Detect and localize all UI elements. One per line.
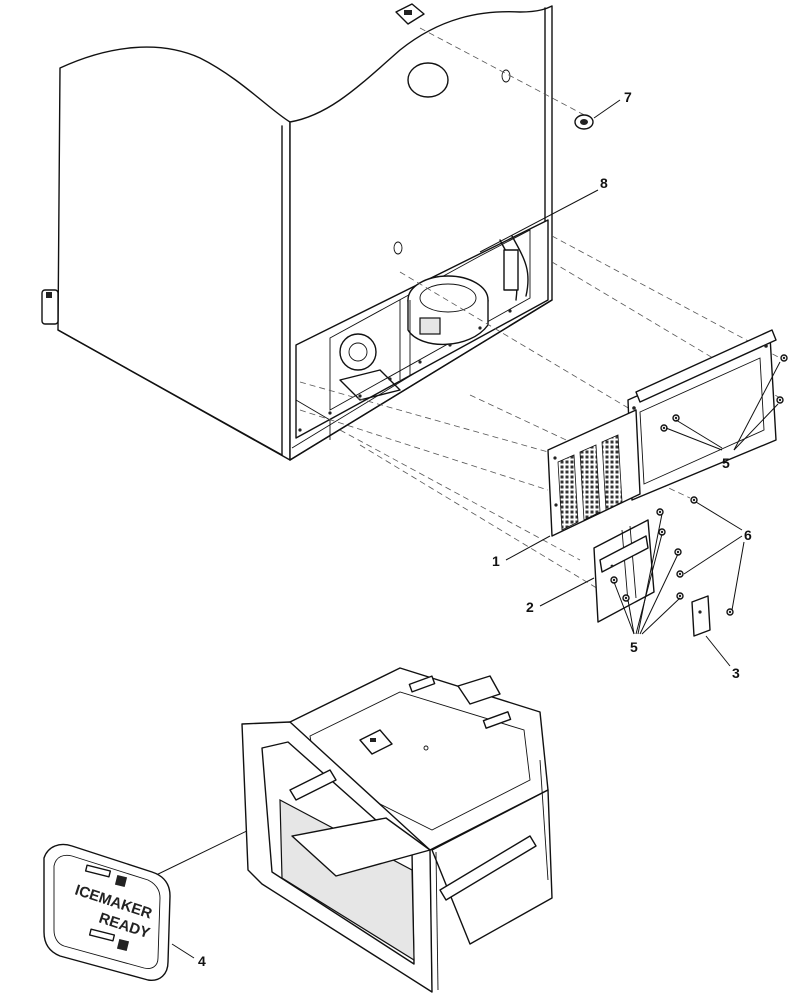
part-7-grommet — [574, 99, 621, 130]
condenser-fan-motor — [339, 333, 401, 401]
part-1-machine-compartment-grille — [547, 409, 641, 537]
alignment-lines — [299, 27, 781, 591]
part-4-icemaker-ready-cover: ICEMAKER READY — [43, 843, 171, 981]
callout-6: 6 — [744, 527, 752, 543]
screw — [672, 414, 680, 422]
refrigerator-cabinet — [41, 3, 553, 461]
screw — [676, 570, 684, 578]
screws — [610, 354, 788, 616]
leveling-foot — [41, 289, 59, 325]
icemaker-bin-housing — [241, 667, 553, 993]
callout-1: 1 — [492, 553, 500, 569]
callout-4: 4 — [198, 953, 206, 969]
callout-3: 3 — [732, 665, 740, 681]
part-2-lower-access-panel — [593, 519, 655, 623]
callout-2: 2 — [526, 599, 534, 615]
callout-labels: 1 2 3 4 5 5 6 7 8 — [198, 89, 752, 969]
screw — [656, 508, 664, 516]
top-hinge-bracket — [395, 3, 425, 25]
screw — [676, 592, 684, 600]
rear-access-cover — [627, 329, 777, 501]
callout-8: 8 — [600, 175, 608, 191]
callout-5-upper: 5 — [722, 455, 730, 471]
screw — [622, 594, 630, 602]
part-3-bracket — [691, 595, 711, 637]
screw — [726, 608, 734, 616]
compressor — [407, 275, 489, 346]
rail-bolt-holes — [298, 309, 512, 432]
callout-7: 7 — [624, 89, 632, 105]
machine-compartment — [295, 219, 549, 439]
screw — [690, 496, 698, 504]
screw — [780, 354, 788, 362]
leader-8 — [479, 189, 599, 253]
leader-lines — [149, 361, 781, 959]
screw — [776, 396, 784, 404]
screw — [674, 548, 682, 556]
callout-5-lower: 5 — [630, 639, 638, 655]
